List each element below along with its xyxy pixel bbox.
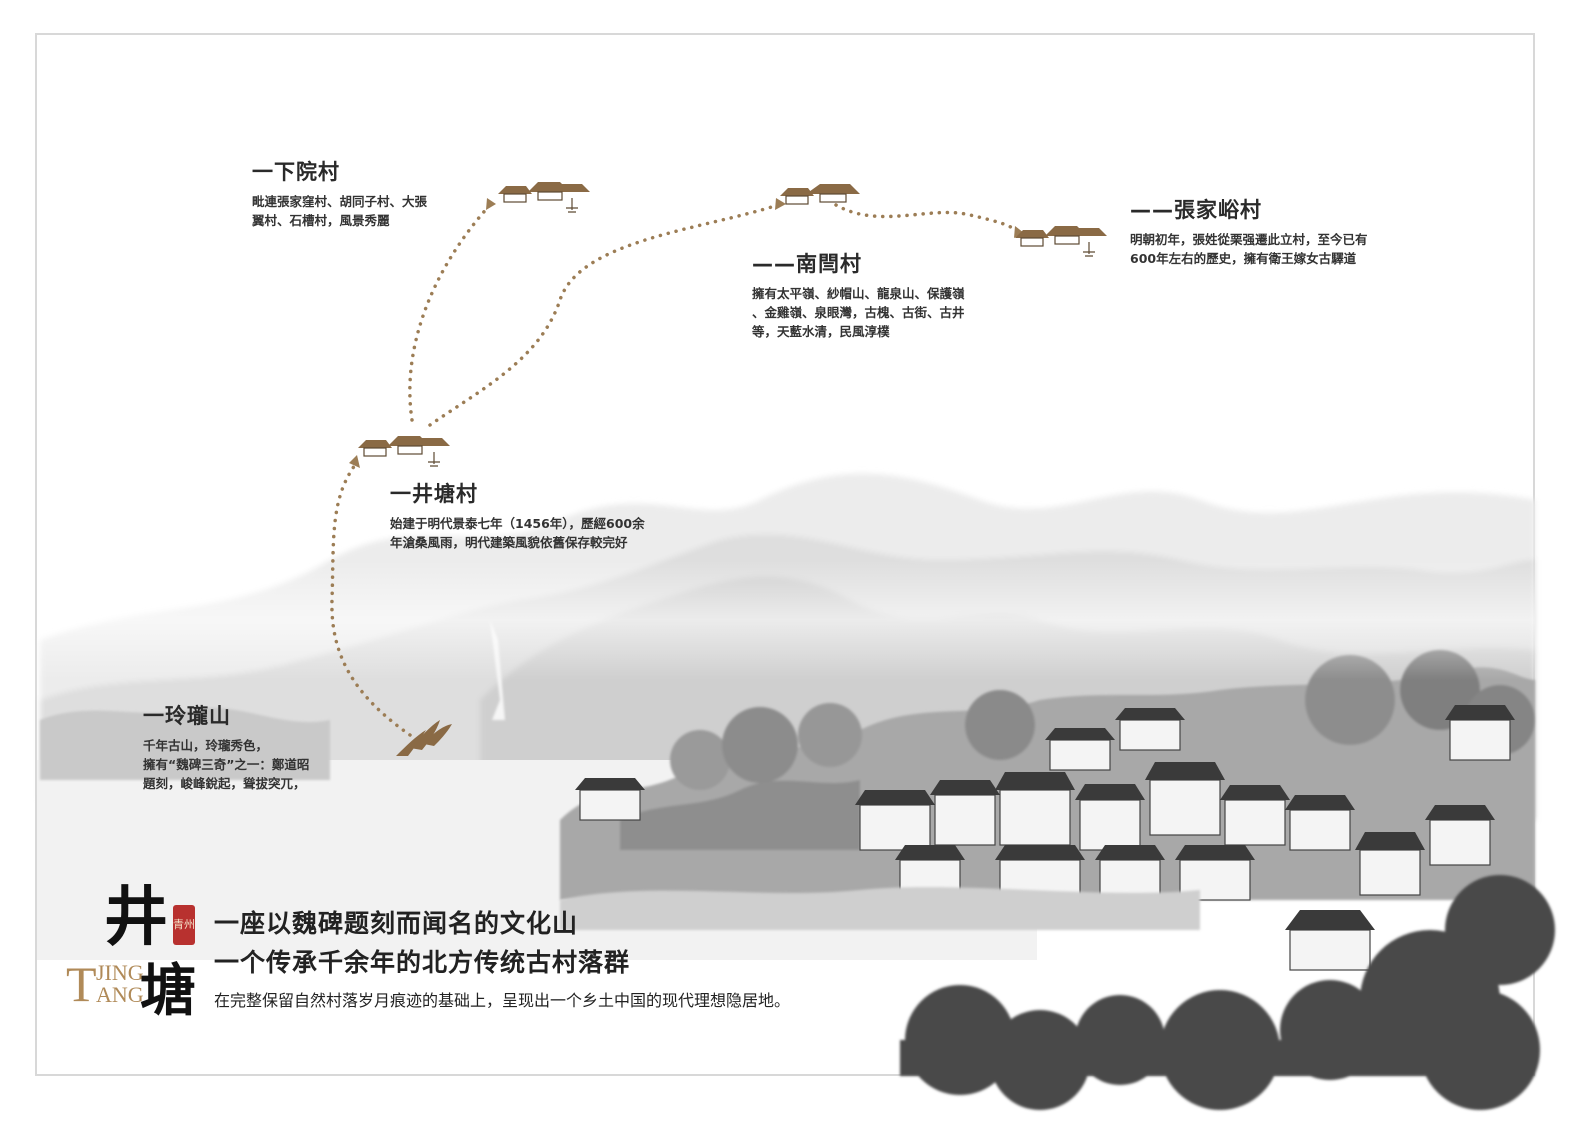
village-icon-zhangjiayu (1015, 226, 1107, 257)
desc-line: 、金雞嶺、泉眼灣，古槐、古街、古井 (752, 305, 965, 320)
village-icon-nanyan (780, 184, 860, 205)
desc-line: 明朝初年，張姓從栗强遷此立村，至今已有 (1130, 232, 1368, 247)
slogan-line-2: 一个传承千余年的北方传统古村落群 (214, 948, 631, 977)
slogan-line-3: 在完整保留自然村落岁月痕迹的基础上，呈现出一个乡土中国的现代理想隐居地。 (214, 991, 791, 1010)
mountain-icon-linglong (396, 720, 452, 756)
desc-line: 翼村、石槽村，風景秀麗 (252, 213, 390, 228)
label-desc: 明朝初年，張姓從栗强遷此立村，至今已有 600年左右的歷史，擁有衛王嫁女古驛道 (1130, 230, 1368, 268)
foreground-trees (900, 875, 1555, 1110)
desc-line: 擁有太平嶺、紗帽山、龍泉山、保護嶺 (752, 286, 965, 301)
label-linglong: 一玲瓏山 千年古山，玲瓏秀色， 擁有“魏碑三奇”之一：鄭道昭 題刻，峻峰銳起，聳… (143, 700, 309, 793)
logo-latin-top: JING (96, 960, 144, 985)
shore (560, 887, 1200, 930)
logo-latin-initial: T (66, 956, 97, 1012)
label-jingtang: 一井塘村 始建于明代景泰七年（1456年），歷經600余 年滄桑風雨，明代建築風… (390, 478, 645, 552)
mist (37, 560, 1535, 680)
label-title: ——張家峪村 (1130, 198, 1262, 222)
desc-line: 等，天藍水清，民風淳樸 (752, 324, 890, 339)
logo-char-tang: 塘 (140, 958, 196, 1024)
label-title: ——南閆村 (752, 252, 862, 276)
desc-line: 擁有“魏碑三奇”之一：鄭道昭 (143, 757, 310, 772)
logo-latin-bottom: ANG (96, 982, 144, 1007)
label-nanyan: ——南閆村 擁有太平嶺、紗帽山、龍泉山、保護嶺 、金雞嶺、泉眼灣，古槐、古街、古… (752, 248, 965, 341)
route-nanyan-to-zhangjiayu (834, 203, 1020, 234)
label-title: 一井塘村 (390, 482, 478, 506)
logo-char-jing: 井 (104, 880, 168, 955)
route-jingtang-to-nanyan (428, 203, 780, 427)
label-zhangjiayu: ——張家峪村 明朝初年，張姓從栗强遷此立村，至今已有 600年左右的歷史，擁有衛… (1130, 194, 1368, 268)
label-desc: 擁有太平嶺、紗帽山、龍泉山、保護嶺 、金雞嶺、泉眼灣，古槐、古街、古井 等，天藍… (752, 284, 965, 341)
route-linglong-to-jingtang (330, 463, 412, 737)
route-jingtang-to-xiayuan (408, 203, 492, 422)
village-icon-xiayuan (498, 182, 590, 213)
logo-seal: 青州 (173, 905, 195, 945)
desc-line: 千年古山，玲瓏秀色， (143, 738, 269, 753)
slogan-line-1: 一座以魏碑题刻而闻名的文化山 (214, 909, 579, 938)
desc-line: 毗連張家窪村、胡同子村、大張 (252, 194, 428, 209)
label-title: 一玲瓏山 (143, 704, 231, 728)
label-desc: 毗連張家窪村、胡同子村、大張 翼村、石槽村，風景秀麗 (252, 192, 427, 230)
desc-line: 始建于明代景泰七年（1456年），歷經600余 (390, 516, 645, 531)
desc-line: 年滄桑風雨，明代建築風貌依舊保存較完好 (390, 535, 628, 550)
route-lines (330, 203, 1020, 737)
label-desc: 始建于明代景泰七年（1456年），歷經600余 年滄桑風雨，明代建築風貌依舊保存… (390, 514, 645, 552)
desc-line: 題刻，峻峰銳起，聳拔突兀， (143, 776, 306, 791)
label-title: 一下院村 (252, 160, 340, 184)
seal-text: 青州 (173, 918, 195, 931)
desc-line: 600年左右的歷史，擁有衛王嫁女古驛道 (1130, 251, 1357, 266)
village-icon-jingtang (358, 436, 450, 467)
route-arrowheads (349, 198, 1024, 468)
label-desc: 千年古山，玲瓏秀色， 擁有“魏碑三奇”之一：鄭道昭 題刻，峻峰銳起，聳拔突兀， (143, 736, 309, 793)
label-xiayuan: 一下院村 毗連張家窪村、胡同子村、大張 翼村、石槽村，風景秀麗 (252, 156, 427, 230)
